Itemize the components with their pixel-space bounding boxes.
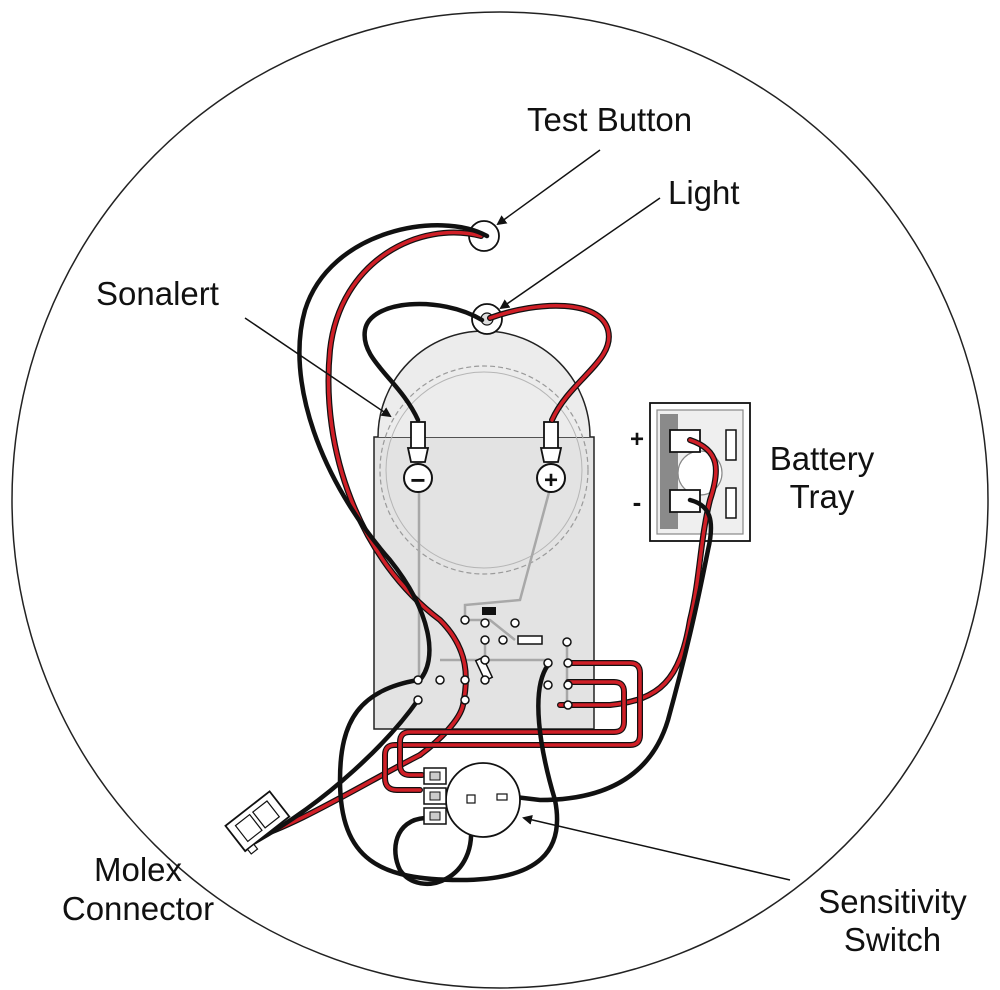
black-wire-light bbox=[362, 301, 485, 423]
black-wires bbox=[252, 223, 714, 887]
light-label: Light bbox=[668, 174, 740, 211]
molex-label-line2: Connector bbox=[61, 890, 215, 927]
sensitivity-switch-label-line1: Sensitivity bbox=[818, 883, 967, 920]
switch-body bbox=[445, 762, 521, 838]
housing-outline bbox=[11, 11, 989, 989]
minus-terminal-tab bbox=[410, 421, 426, 451]
sensitivity-switch bbox=[423, 762, 521, 838]
sensitivity-switch-label-line2: Switch bbox=[843, 921, 942, 958]
molex-body bbox=[224, 790, 291, 853]
arrow-test-button bbox=[496, 149, 601, 226]
trace-a bbox=[465, 618, 516, 641]
plus-terminal bbox=[536, 463, 566, 493]
black-wire-test-button bbox=[297, 223, 490, 685]
tray-minus-label: - bbox=[633, 487, 642, 517]
battery-tray-label-line1: Battery bbox=[769, 440, 875, 477]
plus-terminal-label: + bbox=[544, 467, 558, 494]
sonalert-label: Sonalert bbox=[96, 275, 219, 312]
battery-tray: + - bbox=[630, 402, 751, 542]
black-wire-loop bbox=[337, 662, 560, 883]
tray-plus-label: + bbox=[630, 426, 644, 453]
arrow-sensitivity-switch bbox=[522, 814, 791, 881]
black-wire-battery bbox=[512, 497, 714, 803]
red-wire-battery bbox=[558, 438, 718, 707]
arrow-sonalert bbox=[244, 317, 392, 418]
callout-arrows bbox=[244, 149, 791, 881]
sonalert-inner-outline bbox=[385, 371, 583, 569]
sonalert-body-outline bbox=[379, 365, 589, 575]
minus-terminal-label: − bbox=[410, 465, 425, 495]
arrow-light bbox=[499, 197, 661, 310]
molex-label-line1: Molex bbox=[93, 851, 183, 888]
test-button-label: Test Button bbox=[527, 101, 693, 138]
battery-tray-label-line2: Tray bbox=[789, 478, 855, 515]
diode bbox=[482, 607, 496, 615]
resistor-horizontal bbox=[517, 635, 543, 645]
plus-terminal-tab bbox=[543, 421, 559, 451]
minus-terminal bbox=[403, 463, 433, 493]
molex-connector bbox=[224, 790, 291, 855]
solder-pads bbox=[413, 615, 573, 710]
black-wire-molex bbox=[252, 697, 421, 845]
ribbon-loops bbox=[382, 660, 643, 793]
trace-plus bbox=[463, 484, 553, 620]
red-wire-light bbox=[488, 304, 611, 422]
pcb-traces bbox=[417, 484, 569, 705]
black-wire-switch bbox=[393, 815, 474, 887]
